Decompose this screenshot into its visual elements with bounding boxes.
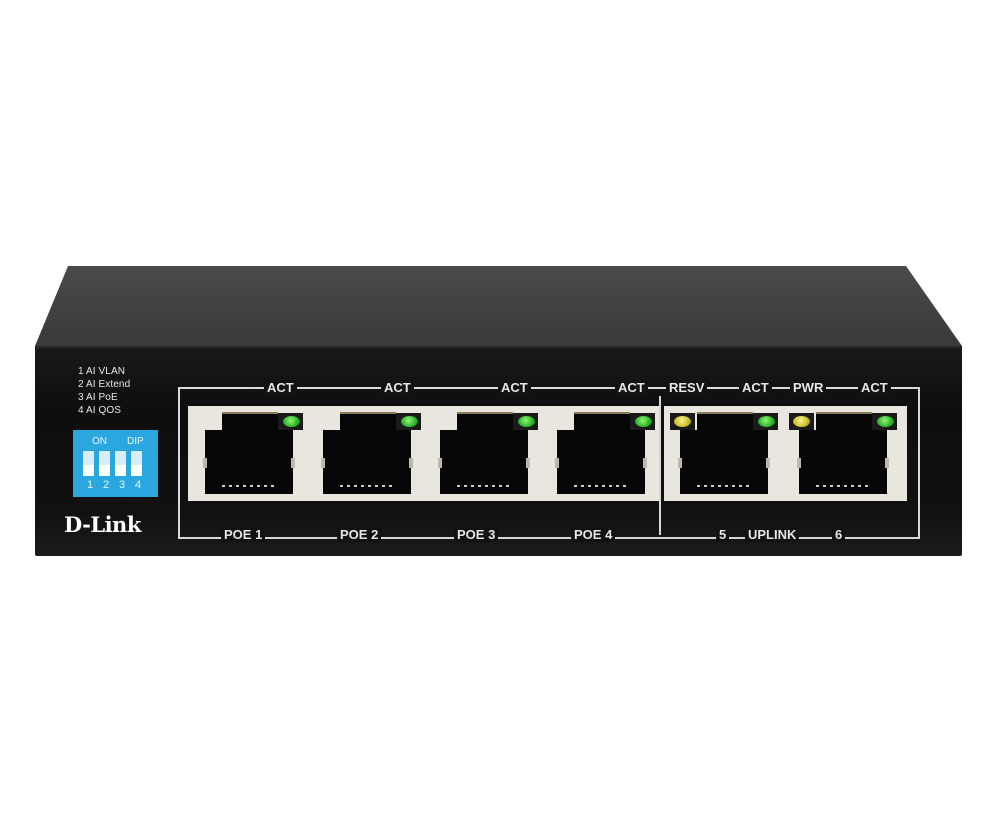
- label-poe-4: POE 4: [571, 528, 616, 542]
- dlink-logo: D-Link: [64, 512, 141, 537]
- label-resv: RESV: [666, 381, 708, 395]
- dip-switch-3[interactable]: [115, 451, 126, 476]
- dip-label: DIP: [127, 436, 144, 447]
- port-poe-2[interactable]: [310, 406, 423, 500]
- dip-mode-legend: 1 AI VLAN 2 AI Extend 3 AI PoE 4 AI QOS: [78, 365, 130, 417]
- label-act-6: ACT: [858, 381, 891, 395]
- label-uplink-6: 6: [832, 528, 846, 542]
- act-led-icon: [877, 416, 894, 427]
- dip-on-label: ON: [92, 436, 107, 447]
- mode-item-qos: 4 AI QOS: [78, 405, 122, 416]
- dip-number-4: 4: [134, 479, 142, 491]
- port-bracket-outline: [178, 387, 920, 539]
- label-uplink: UPLINK: [745, 528, 800, 542]
- port-poe-1[interactable]: [192, 406, 305, 500]
- dip-number-1: 1: [86, 479, 94, 491]
- dip-switch-1[interactable]: [83, 451, 94, 476]
- act-led-icon: [283, 416, 300, 427]
- port-uplink-6[interactable]: [786, 406, 899, 500]
- dip-switch-2[interactable]: [99, 451, 110, 476]
- dip-switch-block: ON DIP 1 2 3 4: [73, 430, 158, 497]
- port-poe-3[interactable]: [427, 406, 540, 500]
- label-act-4: ACT: [615, 381, 648, 395]
- label-act-3: ACT: [498, 381, 531, 395]
- port-group-divider: [659, 396, 661, 535]
- port-uplink-5[interactable]: [667, 406, 780, 500]
- dip-number-3: 3: [118, 479, 126, 491]
- label-uplink-5: 5: [716, 528, 730, 542]
- resv-led-icon: [674, 416, 691, 427]
- act-led-icon: [401, 416, 418, 427]
- act-led-icon: [758, 416, 775, 427]
- mode-item-vlan: 1 AI VLAN: [78, 366, 126, 377]
- act-led-icon: [635, 416, 652, 427]
- pwr-led-icon: [793, 416, 810, 427]
- dip-number-2: 2: [102, 479, 110, 491]
- label-act-2: ACT: [381, 381, 414, 395]
- label-poe-2: POE 2: [337, 528, 382, 542]
- port-poe-4[interactable]: [544, 406, 657, 500]
- mode-item-extend: 2 AI Extend: [78, 379, 131, 390]
- mode-item-poe: 3 AI PoE: [78, 392, 118, 403]
- dip-switch-4[interactable]: [131, 451, 142, 476]
- label-act-5: ACT: [739, 381, 772, 395]
- label-poe-1: POE 1: [221, 528, 266, 542]
- label-act-1: ACT: [264, 381, 297, 395]
- act-led-icon: [518, 416, 535, 427]
- label-poe-3: POE 3: [454, 528, 499, 542]
- label-pwr: PWR: [790, 381, 827, 395]
